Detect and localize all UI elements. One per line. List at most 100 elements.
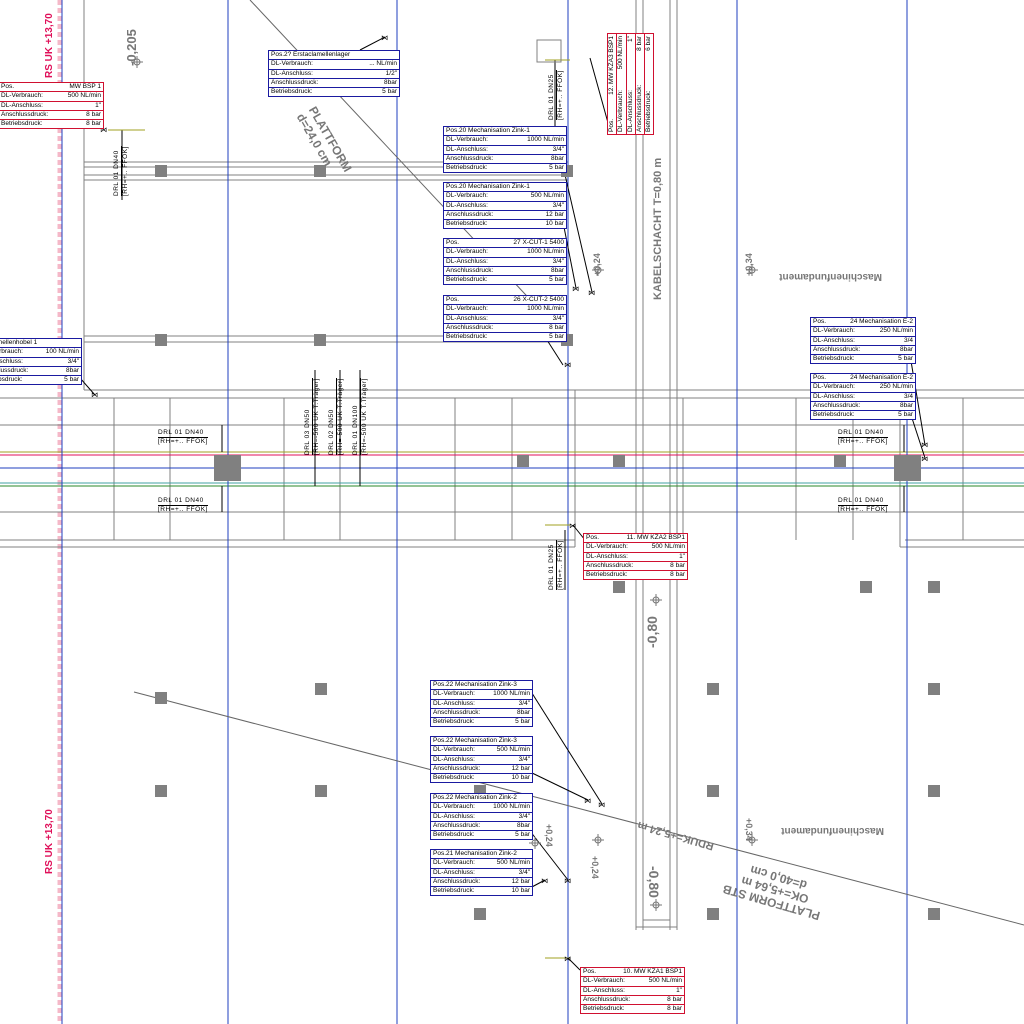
valve-icon[interactable]: ⋈ [588,289,595,297]
tag-label: DL-Anschluss: [583,986,625,994]
tag-row: Anschlussdruck:8bar [444,267,566,277]
tag-row: Betriebsdruck:5 bar [444,276,566,284]
tag-label: Betriebsdruck: [271,88,313,96]
column [707,683,719,695]
tag-row: Anschlussdruck:8bar [431,709,532,719]
tag-row: DL-Anschluss:3/4" [444,202,566,211]
tag-value: 8bar [550,154,564,162]
tag-label: Anschlussdruck: [0,366,29,374]
tag-row: Pos.22 Mechanisation Zink-2 [431,794,532,804]
tag-label: Pos. [446,296,460,303]
tag-value: 8 bar [549,323,564,331]
tag-row: Anschlussdruck:8 bar [635,34,646,134]
tag-row: Betriebsdruck:10 bar [444,220,566,228]
column [860,581,872,593]
valve-icon[interactable]: ⋈ [572,285,579,293]
air-consumer-tag[interactable]: 11 Lamellenhobel 1DL-Verbrauch:100 NL/mi… [0,338,82,386]
tag-row: DL-Verbrauch:... NL/min [269,60,399,70]
tag-row: Betriebsdruck:5 bar [811,355,915,363]
valve-icon[interactable]: ⋈ [564,955,571,963]
tag-value: 100 NL/min [45,348,79,356]
tag-value: 26 X-CUT-2 5400 [513,296,564,303]
tag-label: DL-Anschluss: [446,314,488,322]
valve-icon[interactable]: ⋈ [541,877,548,885]
tag-label: DL-Verbrauch: [446,136,488,144]
tag-value: 1" [626,36,634,42]
column [314,165,326,177]
valve-icon[interactable]: ⋈ [921,455,928,463]
column [314,334,326,346]
tag-value: 5 bar [515,718,530,726]
valve-icon[interactable]: ⋈ [564,877,571,885]
pipe-label-line1: DRL 03 DN50 [304,409,311,455]
tag-value: 1" [679,552,685,560]
tag-label: Betriebsdruck: [813,411,855,419]
tag-row: Anschlussdruck:8bar [269,79,399,89]
tag-row: DL-Verbrauch:1000 NL/min [444,136,566,146]
valve-icon[interactable]: ⋈ [921,441,928,449]
tag-row: DL-Anschluss:3/4" [431,813,532,822]
tag-label: Betriebsdruck: [813,355,855,363]
tag-label: Pos.2? Erstaclamellenlager [271,51,351,58]
valve-icon[interactable]: ⋈ [91,391,98,399]
valve-icon[interactable]: ⋈ [564,361,571,369]
valve-icon[interactable]: ⋈ [100,126,107,134]
valve-icon[interactable]: ⋈ [569,522,576,530]
tag-row: Pos.24 Mechanisation E-2 [811,318,915,328]
tag-value: 500 NL/min [651,543,685,551]
pipe-label-line1: DRL 01 DN40 [838,429,884,436]
tag-value: 27 X-CUT-1 5400 [513,239,564,246]
tag-row: DL-Anschluss:1" [0,102,103,111]
tag-row: DL-Verbrauch:500 NL/min [431,746,532,756]
tag-label: DL-Anschluss: [433,699,475,707]
pipe-label-line1: DRL 01 DN40 [158,497,204,504]
tag-value: 3/4" [518,699,530,707]
tag-label: Betriebsdruck: [433,718,475,726]
pipe-label-line1: DRL 01 DN25 [548,74,555,120]
tag-label: Betriebsdruck: [0,376,23,384]
valve-icon[interactable]: ⋈ [584,797,591,805]
tag-row: Betriebsdruck:5 bar [444,164,566,172]
pipe-label-dn25: DRL 01 DN25[RH=+.. FFOK] [548,70,565,120]
level-label: -0,80 [644,616,660,648]
valve-icon[interactable]: ⋈ [598,801,605,809]
tag-label: Pos.22 Mechanisation Zink-3 [433,737,517,744]
tag-row: DL-Anschluss:3/4" [444,146,566,155]
tag-label: DL-Anschluss: [1,101,43,109]
pipe-label-dn50-03: DRL 03 DN50[RH=-500 UK T.Träger] [304,378,321,455]
tag-row: Pos.12. MW KZA3 BSP1 [608,34,618,134]
tag-label: Anschlussdruck: [813,401,861,409]
tag-value: 3/4" [67,357,79,365]
tag-row: Pos.22 Mechanisation Zink-3 [431,681,532,691]
tag-row: Betriebsdruck:5 bar [0,376,81,384]
level-marker-icon [748,836,756,844]
tag-value: 3/4" [552,257,564,265]
tag-row: DL-Verbrauch:1000 NL/min [431,803,532,813]
tag-value: 6 bar [645,36,653,51]
tag-label: Betriebsdruck: [433,831,475,839]
tag-value: 5 bar [549,333,564,341]
leader-line [909,354,926,446]
column [315,785,327,797]
valve-icon[interactable]: ⋈ [381,34,388,42]
pipe-label-dn100: DRL 01 DN100[RH=-500 UK T.Träger] [352,378,369,455]
column [474,908,486,920]
tag-row: DL-Anschluss:3/4" [444,315,566,324]
tag-value: 500 NL/min [530,192,564,200]
